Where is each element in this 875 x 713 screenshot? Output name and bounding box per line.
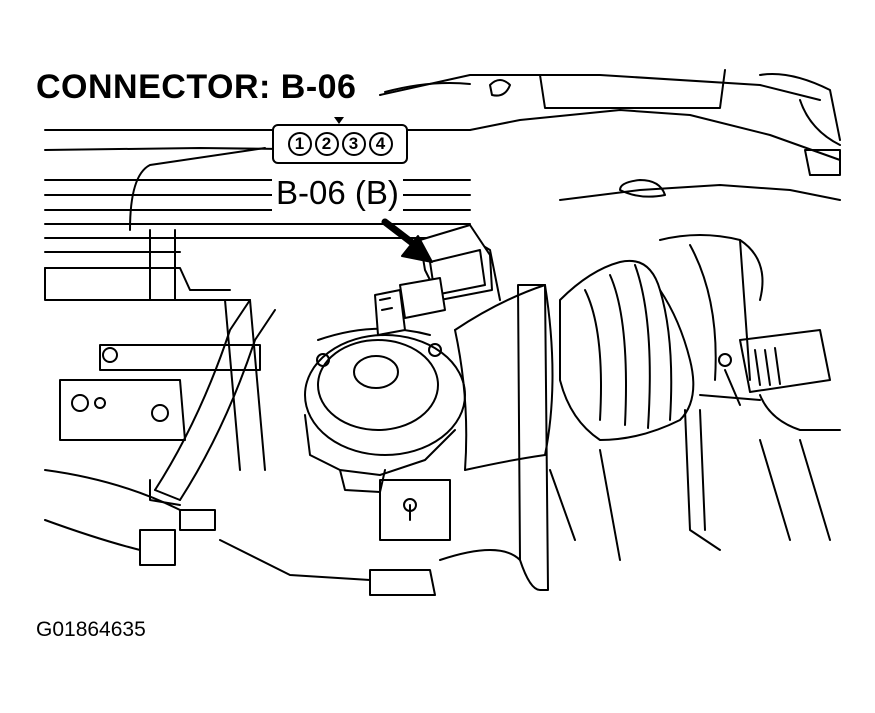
title-leader <box>384 82 471 93</box>
pin-3: 3 <box>341 132 366 156</box>
figure-id: G01864635 <box>36 618 146 641</box>
lower-components <box>44 439 831 596</box>
wire-top-left <box>129 147 266 231</box>
left-hose <box>149 299 276 506</box>
intake-duct <box>454 234 764 471</box>
engine-background <box>44 69 841 301</box>
connector-b06-housing <box>374 224 493 336</box>
pin-4: 4 <box>368 132 393 156</box>
throttle-body <box>304 327 466 541</box>
connector-pin-face: 1 2 3 4 <box>272 124 408 164</box>
right-connector-cluster <box>718 329 841 431</box>
pin-2: 2 <box>314 132 339 156</box>
pin-1: 1 <box>287 132 312 156</box>
pointer-arrow <box>381 218 433 263</box>
connector-key-marker <box>334 117 344 124</box>
left-brackets <box>59 229 266 471</box>
vertical-hoses <box>517 284 721 591</box>
connector-title: CONNECTOR: B-06 <box>36 68 357 106</box>
connector-label: B-06 (B) <box>272 174 403 212</box>
